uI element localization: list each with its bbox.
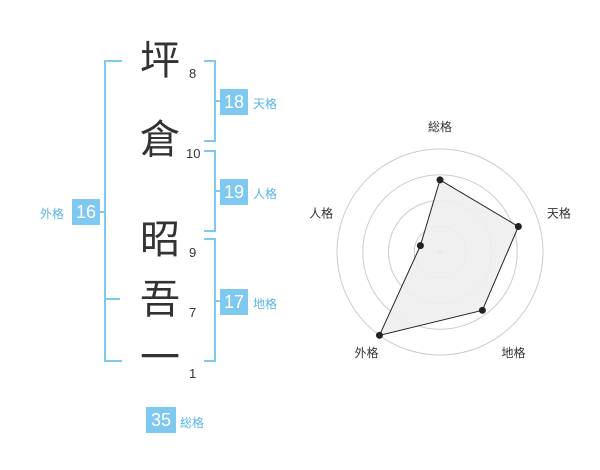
name-char-3: 昭 — [140, 217, 180, 263]
gaikaku-bracket-tick — [104, 298, 120, 300]
chikaku-badge: 17 — [220, 289, 248, 315]
radar-ring — [362, 174, 518, 330]
radar-axis-label: 地格 — [501, 345, 525, 360]
soukaku-label: 総格 — [180, 416, 205, 430]
radar-point-1 — [436, 176, 444, 184]
radar-area — [378, 179, 519, 337]
name-char-2: 倉 — [140, 117, 180, 163]
radar-axis-label: 外格 — [355, 345, 379, 360]
name-char-4: 吾 — [140, 277, 180, 323]
jinkaku-label: 人格 — [253, 187, 278, 201]
radar-point-2 — [514, 223, 522, 231]
stroke-count-5: 1 — [189, 366, 197, 381]
stroke-count-2: 10 — [186, 146, 201, 161]
gaikaku-badge: 16 — [72, 199, 100, 225]
radar-point-4 — [375, 331, 383, 339]
radar-axis-label: 人格 — [309, 205, 333, 220]
tenkaku-connector — [214, 100, 220, 102]
radar-axis-label: 天格 — [547, 205, 571, 220]
gaikaku-connector — [100, 211, 104, 213]
tenkaku-label: 天格 — [253, 97, 278, 111]
tenkaku-badge: 18 — [220, 89, 248, 115]
stroke-count-1: 8 — [189, 66, 197, 81]
radar-axis-label: 総格 — [428, 119, 452, 134]
name-char-5: 一 — [140, 335, 180, 381]
chikaku-label: 地格 — [253, 297, 278, 311]
chikaku-connector — [214, 300, 220, 302]
jinkaku-connector — [214, 190, 220, 192]
radar-point-5 — [416, 242, 424, 250]
radar-point-3 — [478, 306, 486, 314]
gaikaku-bracket — [104, 60, 122, 362]
radar-points — [375, 176, 522, 339]
stroke-count-4: 7 — [189, 305, 197, 320]
gaikaku-label: 外格 — [40, 207, 65, 221]
jinkaku-badge: 19 — [220, 179, 248, 205]
soukaku-badge: 35 — [146, 407, 176, 433]
name-char-1: 坪 — [140, 38, 180, 84]
stroke-count-3: 9 — [189, 245, 197, 260]
